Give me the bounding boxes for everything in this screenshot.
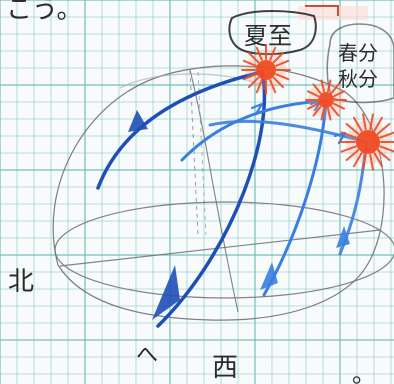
arrowhead-equinox-down — [260, 262, 278, 290]
dome-inner-shade — [119, 73, 261, 89]
north-label: 北 — [8, 267, 34, 297]
sun-ray — [353, 152, 363, 168]
sun-ray — [327, 107, 332, 121]
sun-ray — [369, 113, 374, 131]
sun-ray — [272, 76, 284, 88]
sun-ray — [345, 123, 359, 135]
sun-ray — [379, 131, 394, 139]
bottom-mark: へ — [136, 343, 158, 368]
sun-ray — [320, 79, 325, 93]
sun-ray — [275, 59, 290, 67]
sun-ray — [312, 106, 322, 117]
sun-ray — [275, 73, 290, 81]
sun-ray — [340, 145, 357, 153]
sun-ray — [320, 107, 325, 121]
summer-solstice-box — [228, 10, 317, 56]
meridian-line — [189, 69, 239, 313]
sun-ray — [333, 102, 345, 110]
sun-ray — [373, 116, 383, 132]
sun-ray — [269, 46, 277, 61]
sun-ray — [353, 116, 363, 132]
sun-ray — [248, 76, 260, 88]
bottom-right-dot: 。 — [352, 360, 376, 384]
arrowhead-winter-down — [336, 226, 350, 248]
sun-ray — [330, 83, 340, 94]
sun-ray — [327, 79, 332, 93]
equinox-box — [326, 23, 394, 104]
north-south-line — [59, 229, 381, 267]
summer-solstice-label: 夏至 — [244, 22, 292, 50]
sun-core — [256, 60, 276, 80]
top-red-pencil-mark — [305, 5, 339, 16]
sun-ray — [242, 73, 257, 81]
arrowhead-summer-up — [128, 110, 148, 132]
top-text: こう。 — [6, 0, 368, 25]
sun-core — [356, 130, 380, 154]
sun-ray — [255, 79, 263, 94]
arrowhead-summer-down — [152, 265, 180, 320]
horizon-ellipse — [54, 201, 394, 299]
equinox-label-autumn: 秋分 — [338, 67, 378, 91]
suns — [241, 45, 394, 171]
sun-icon — [305, 79, 347, 121]
sun-ray — [345, 149, 359, 161]
sun-ray — [340, 131, 357, 139]
sun-core — [318, 92, 334, 108]
sun-ray — [255, 46, 263, 61]
west-label: 西 — [212, 353, 238, 383]
sun-ray — [379, 145, 394, 153]
sun-icon — [241, 45, 291, 95]
top-red-pencil-smudge — [298, 6, 368, 20]
sun-ray — [369, 153, 374, 171]
sun-ray — [377, 123, 391, 135]
labels: 夏至 春分 秋分 北 西 へ 。 — [8, 10, 394, 384]
chevron-mark-1 — [250, 102, 264, 116]
sun-icon — [339, 113, 394, 171]
sun-ray — [312, 83, 322, 94]
sun-ray — [377, 149, 391, 161]
sun-ray — [362, 153, 367, 171]
sun-ray — [272, 52, 284, 64]
sun-ray — [248, 52, 260, 64]
sun-ray — [362, 113, 367, 131]
equinox-label-spring: 春分 — [338, 41, 378, 65]
sun-ray — [269, 79, 277, 94]
sun-ray — [333, 90, 345, 98]
top-fragment-text: こう。 — [6, 0, 82, 25]
sun-ray — [242, 59, 257, 67]
sun-ray — [373, 152, 383, 168]
sun-ray — [307, 90, 319, 98]
sun-ray — [307, 102, 319, 110]
dashed-guide-2 — [197, 71, 207, 236]
sun-ray — [330, 106, 340, 117]
